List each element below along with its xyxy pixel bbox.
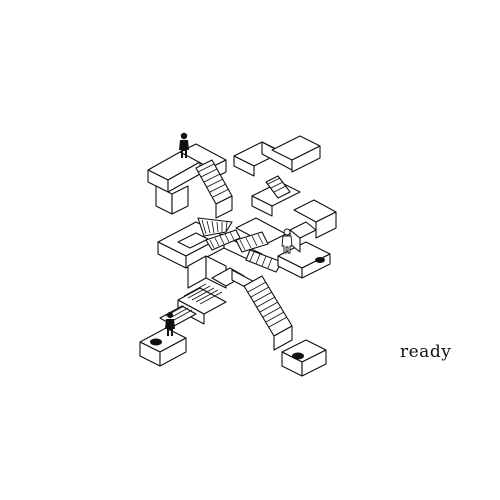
hole-right-ledge [315,257,325,263]
bottom-left-leg [139,267,245,367]
top-right-block [233,135,321,217]
hole-bottom-right [292,352,304,360]
hole-bottom-left [150,338,162,346]
figure-right-ledge [281,228,293,254]
status-label: ready [400,342,452,362]
figure-bottom-left [165,312,175,336]
stairs-top-left [195,159,233,219]
bottom-right-leg [231,269,327,377]
right-ledge-block [277,199,337,279]
figure-top-left [179,132,189,158]
central-stairs [197,217,283,273]
